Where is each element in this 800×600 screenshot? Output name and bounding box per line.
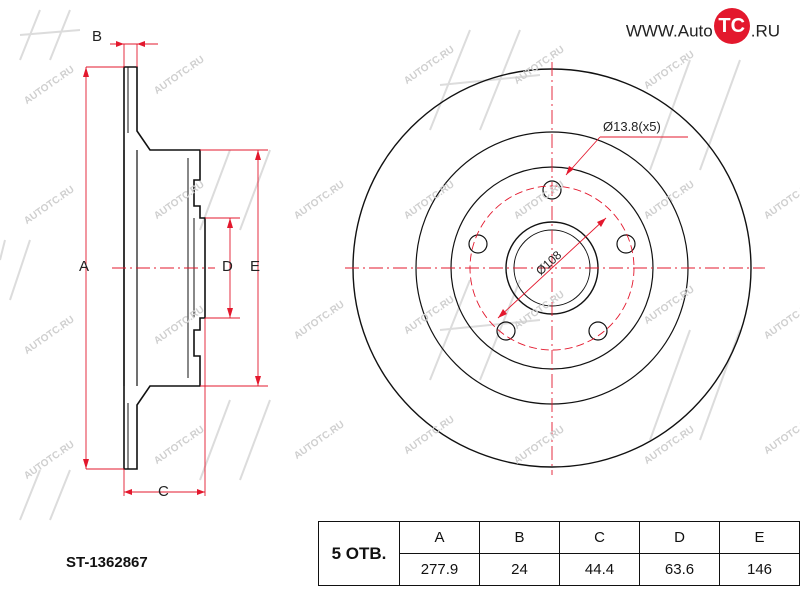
front-dimension-arrows: [498, 166, 606, 318]
value-cell-d: 63.6: [639, 553, 720, 586]
site-suffix: .RU: [750, 21, 780, 41]
dim-label-c: C: [158, 483, 169, 500]
value-cell-c: 44.4: [559, 553, 640, 586]
holes-count-cell: 5 ОТВ.: [318, 521, 400, 586]
header-cell-d: D: [639, 521, 720, 554]
value-cell-e: 146: [719, 553, 800, 586]
site-prefix: WWW.Auto: [625, 21, 713, 41]
dim-label-a: A: [79, 258, 90, 275]
hole-diameter-label: Ø13.8(x5): [603, 119, 661, 134]
dim-label-d: D: [222, 258, 233, 275]
watermark-logo: [0, 9, 741, 521]
header-cell-c: C: [559, 521, 640, 554]
spec-table: 5 ОТВ. A B C D E 277.9 24 44.4 63.6 146: [318, 521, 800, 586]
value-cell-a: 277.9: [399, 553, 480, 586]
header-cell-e: E: [719, 521, 800, 554]
tc-badge-icon: TC: [713, 8, 750, 44]
header-cell-b: B: [479, 521, 560, 554]
dim-label-e: E: [250, 258, 261, 275]
part-number: ST-1362867: [66, 554, 148, 571]
front-dimension-lines: [345, 62, 765, 475]
value-cell-b: 24: [479, 553, 560, 586]
header-cell-a: A: [399, 521, 480, 554]
table-row: 5 ОТВ. A B C D E: [318, 521, 800, 586]
side-dimension-arrows: [83, 41, 261, 495]
side-dimension-lines: [85, 43, 268, 496]
dim-label-b: B: [92, 28, 103, 45]
table-row: 277.9 24 44.4 63.6 146: [319, 553, 800, 586]
